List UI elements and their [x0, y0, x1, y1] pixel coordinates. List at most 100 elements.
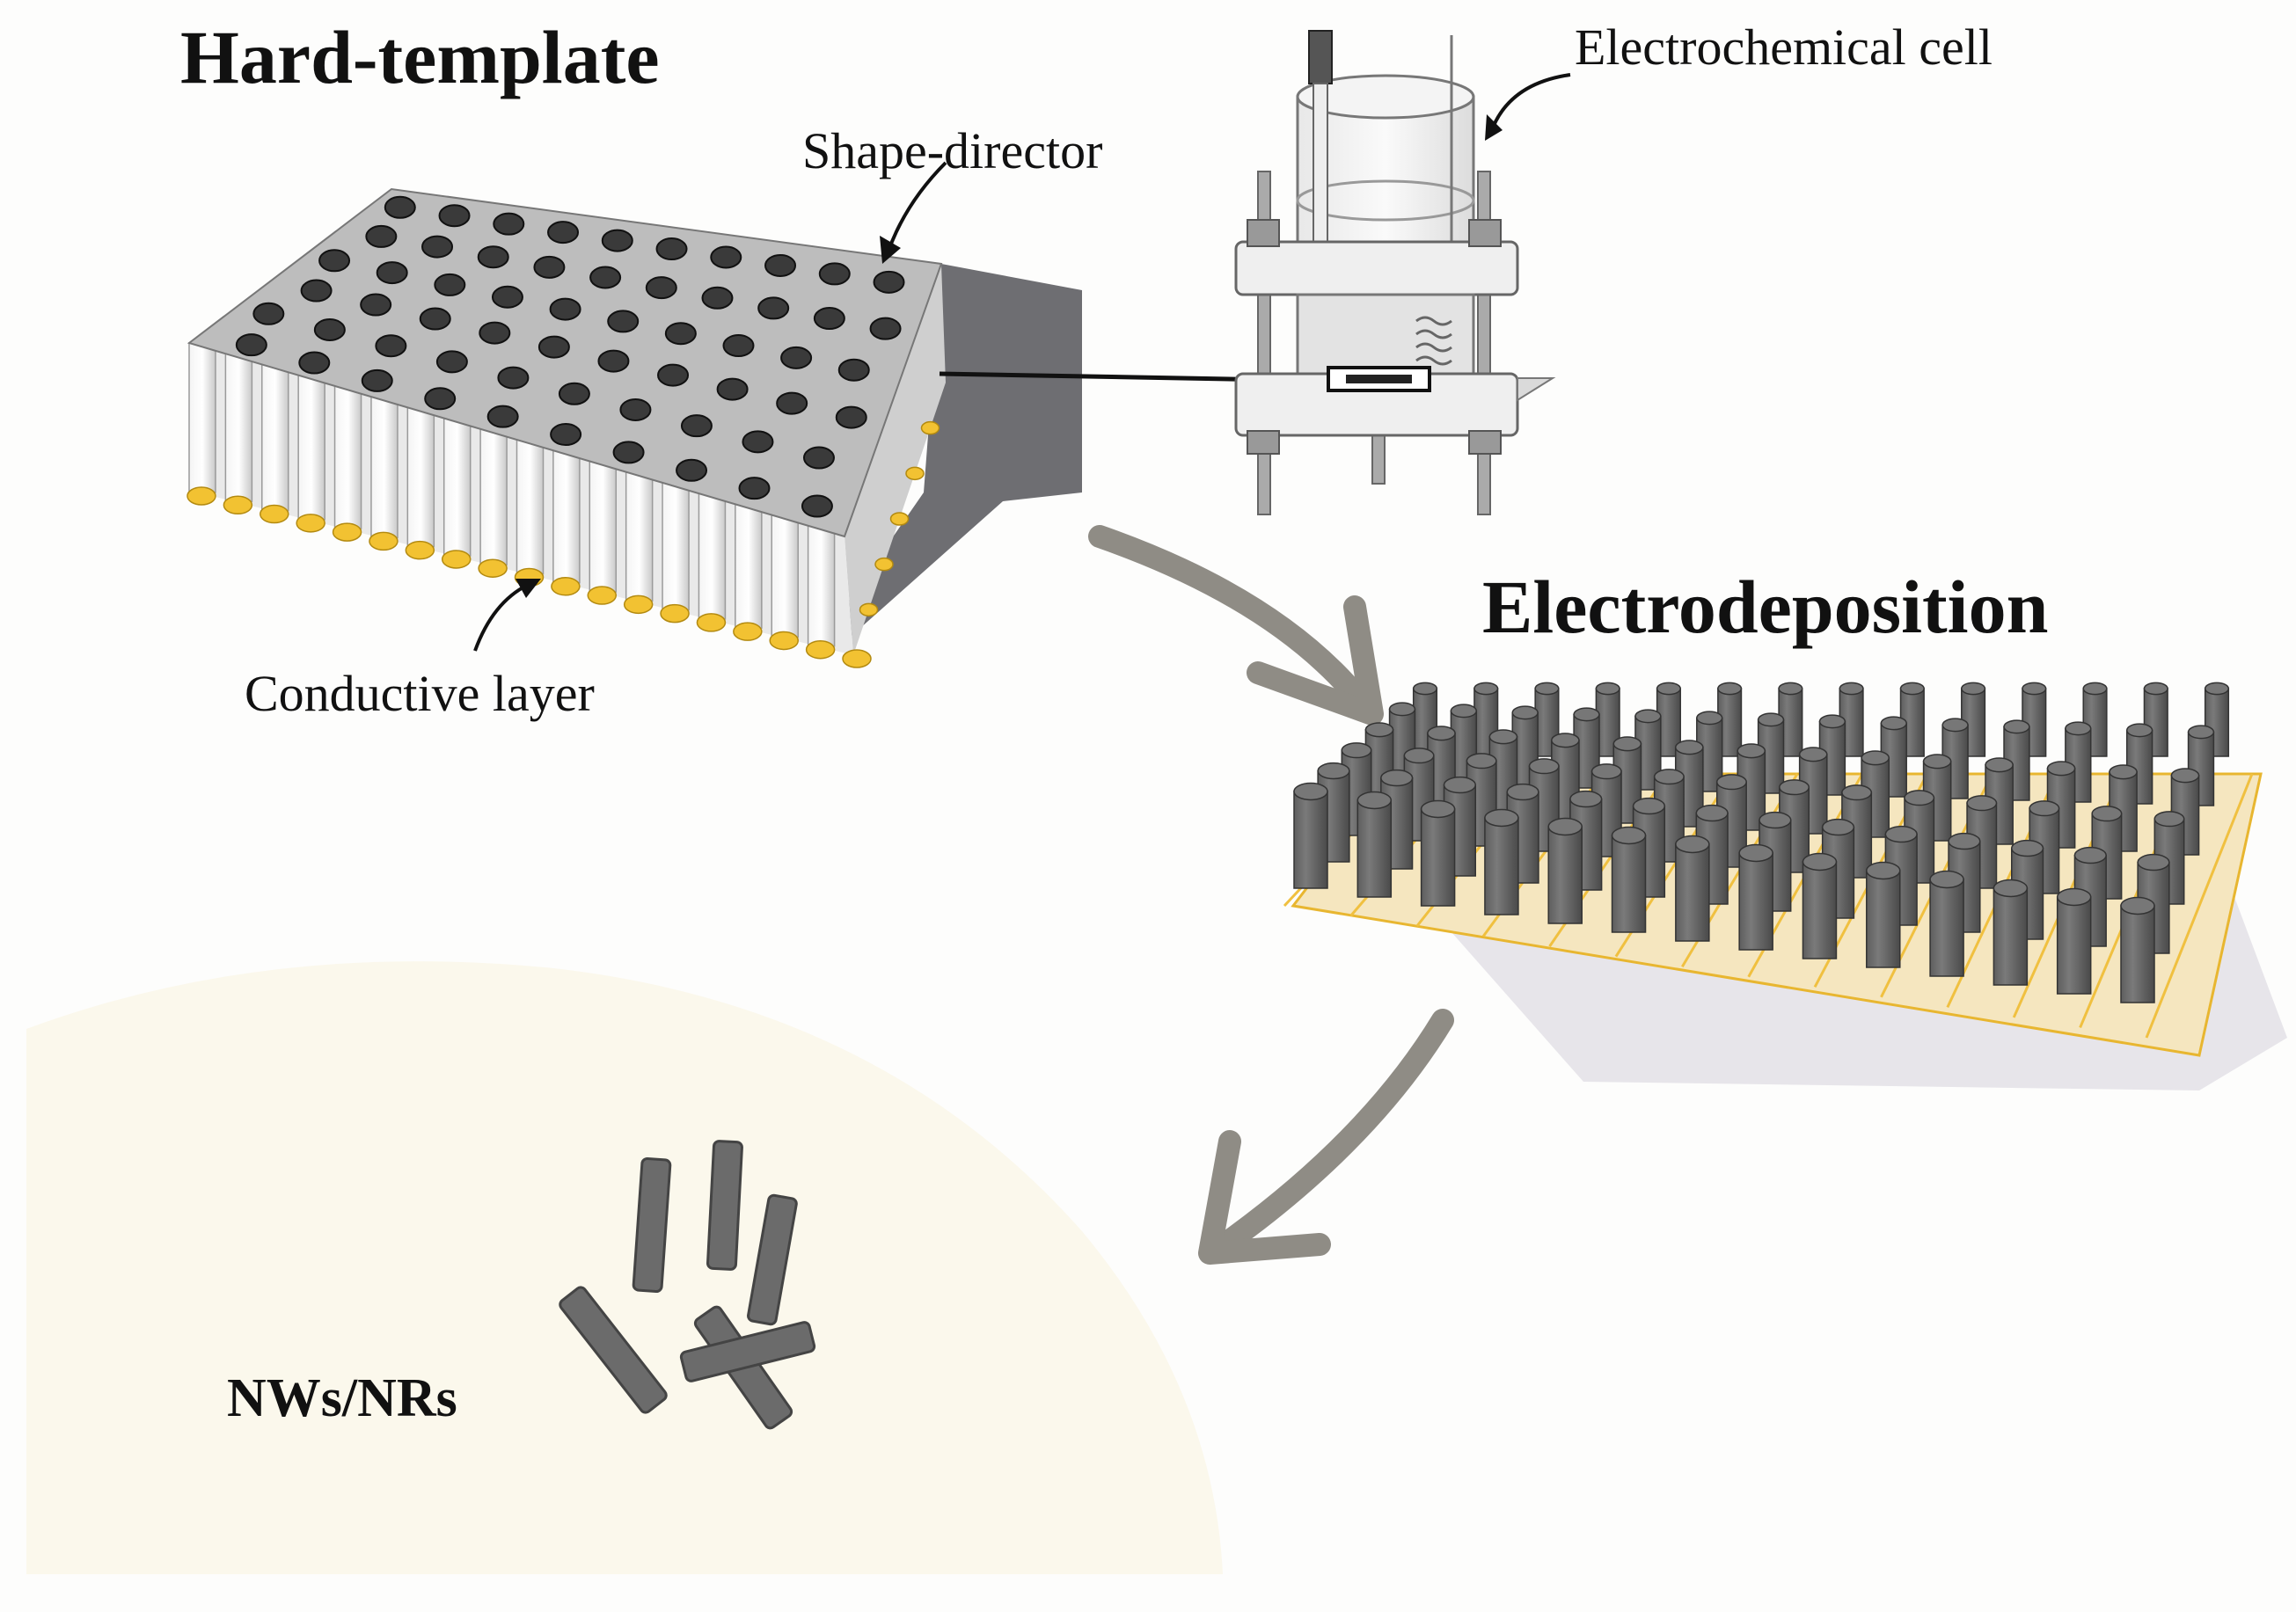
template-pore [438, 204, 471, 228]
template-column [589, 460, 618, 593]
label-conductive-layer: Conductive layer [245, 665, 595, 722]
template-pore [537, 335, 570, 359]
template-pore [757, 296, 790, 320]
template-shadow [845, 264, 1082, 642]
nanorod-body [1356, 799, 1393, 898]
callout-arrowhead [880, 236, 901, 264]
nanorod-top [1634, 709, 1662, 724]
template-pore [680, 414, 713, 438]
conductive-layer-dot [889, 512, 910, 526]
template-pore [835, 405, 867, 429]
nanorod [2056, 887, 2092, 995]
template-pore [298, 351, 331, 375]
nanorod-top [1675, 835, 1710, 854]
nanorod-top [1427, 726, 1456, 741]
template-column [224, 353, 253, 503]
nanorod-top [1547, 817, 1583, 836]
template-pore [664, 322, 697, 346]
nanorod-top [1364, 722, 1394, 738]
label-shape-director: Shape-director [802, 122, 1103, 179]
template-pore [722, 334, 755, 358]
template-pore [376, 261, 408, 285]
nanorod-body [1993, 887, 2029, 986]
nanorod-top [1317, 762, 1350, 780]
template-pore [837, 358, 870, 382]
template-pore [547, 221, 580, 244]
nanorod-top [1922, 754, 1952, 770]
electrochemical-cell [1234, 30, 1556, 515]
template-pore [601, 229, 633, 252]
released-nanorods [559, 1140, 816, 1430]
cell-sample-window [1327, 366, 1431, 392]
template-pore [780, 346, 813, 369]
template-column [807, 525, 836, 647]
conductive-layer-dot [733, 622, 763, 641]
nanorod-top [1966, 795, 1998, 812]
nanorod-top [1802, 852, 1838, 872]
nanorod-top [1695, 804, 1729, 822]
nanorod-body [2120, 905, 2155, 1003]
conductive-layer-dot [769, 631, 799, 651]
template-pores [235, 195, 905, 518]
nanorod-top [1674, 740, 1704, 755]
nanorod-top [1632, 797, 1666, 815]
nanorod-body [1484, 817, 1519, 915]
nanorod-top [2082, 682, 2108, 696]
conductive-layer-dot [587, 586, 618, 605]
hard-template-block [186, 187, 1082, 668]
nanorod-top [2073, 846, 2107, 864]
nanorod-top [1511, 705, 1539, 720]
solution-background-blob [26, 961, 1223, 1574]
flow-arrow-2-head [1198, 1130, 1331, 1265]
nanorod-top [1880, 716, 1907, 731]
nanorod [1611, 826, 1647, 933]
nanorod-top [2046, 761, 2076, 777]
template-pore [764, 253, 797, 277]
nanorod-top [1904, 790, 1935, 806]
callout-arrow-shape-director [887, 161, 947, 252]
nanorod [1547, 817, 1583, 924]
nanorod-top [1737, 743, 1766, 759]
template-pore [801, 494, 833, 518]
template-pore [497, 366, 530, 390]
cell-nut [1247, 430, 1280, 455]
template-column [662, 482, 690, 611]
nanorod-top [1715, 774, 1747, 791]
nanorod-top [1473, 682, 1499, 696]
nanorod [1866, 861, 1901, 968]
nanorod-top [1590, 763, 1622, 780]
loose-nanorod [679, 1321, 816, 1382]
template-pore [318, 249, 351, 273]
nanorod [1484, 808, 1519, 915]
nanorod [1802, 852, 1838, 959]
template-pore [802, 446, 835, 470]
template-pore [360, 293, 392, 317]
cell-body [1296, 293, 1475, 376]
nanorod-top [1993, 879, 2029, 898]
template-column [333, 385, 362, 529]
template-pore [491, 285, 523, 309]
template-side-face [845, 264, 946, 655]
nanorod-top [2187, 725, 2215, 740]
template-pore [235, 333, 267, 357]
conductive-layer-dot [332, 522, 362, 542]
nanorod-body [1866, 870, 1901, 968]
template-column [406, 406, 435, 548]
conductive-layer-dot [696, 613, 727, 632]
template-pore [252, 302, 285, 325]
nanorod-array [1293, 682, 2230, 1003]
loose-nanorod [559, 1286, 668, 1414]
conductive-layer-dot [223, 495, 253, 515]
nanorod-top [1941, 718, 1969, 733]
nanorod-top [1839, 682, 1864, 696]
template-pore [655, 237, 688, 261]
template-pore [421, 235, 454, 259]
nanorod-top [1388, 702, 1416, 717]
conductive-layer-dot [905, 466, 925, 481]
nanorod-top [1696, 711, 1723, 726]
template-column [516, 439, 545, 575]
cell-upper-flange [1234, 240, 1519, 296]
template-pore [361, 368, 393, 392]
nanorod-top [2170, 768, 2200, 784]
nanorod-top [1551, 733, 1580, 748]
